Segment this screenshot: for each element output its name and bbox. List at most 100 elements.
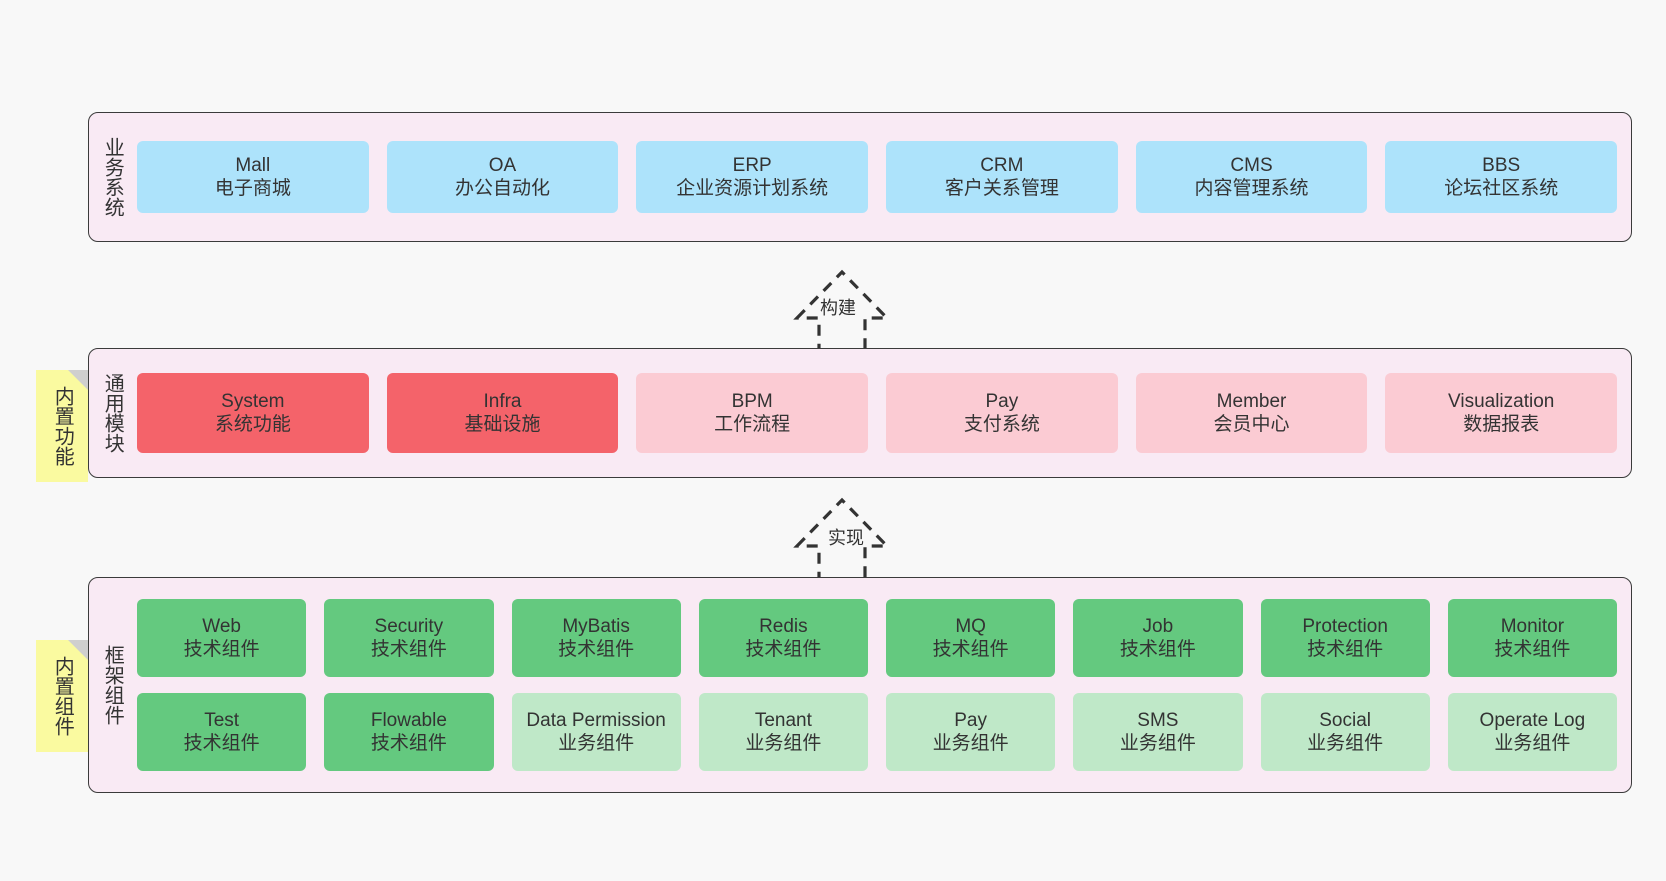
note-fold-corner-icon — [68, 370, 88, 390]
card-title: Job — [1142, 615, 1174, 637]
layer-title-business-system: 业务系统 — [101, 137, 124, 217]
card-title: Pay — [954, 709, 987, 731]
layer-body-business-system: Mall 电子商城 OA 办公自动化 ERP 企业资源计划系统 CRM 客户关系… — [135, 113, 1631, 241]
card-title: Test — [204, 709, 240, 731]
card-subtitle: 技术组件 — [932, 639, 1009, 660]
card-title: Visualization — [1448, 390, 1555, 412]
card-title: MyBatis — [562, 615, 630, 637]
card-title: OA — [488, 154, 517, 176]
card-subtitle: 支付系统 — [963, 414, 1040, 435]
card-title: BPM — [731, 390, 773, 412]
card-subtitle: 办公自动化 — [455, 178, 551, 199]
layer-business-system: 业务系统 Mall 电子商城 OA 办公自动化 ERP 企业资源计划系统 CRM… — [88, 112, 1632, 242]
card-social[interactable]: Social 业务组件 — [1260, 693, 1430, 771]
card-test[interactable]: Test 技术组件 — [137, 693, 307, 771]
card-subtitle: 客户关系管理 — [944, 178, 1059, 199]
card-subtitle: 会员中心 — [1213, 414, 1290, 435]
card-title: CMS — [1230, 154, 1273, 176]
card-title: Pay — [985, 390, 1019, 412]
card-redis[interactable]: Redis 技术组件 — [698, 599, 868, 677]
card-flowable[interactable]: Flowable 技术组件 — [324, 693, 494, 771]
card-system[interactable]: System 系统功能 — [137, 373, 369, 453]
arrow-label-realize: 实现 — [828, 528, 864, 548]
card-title: Member — [1216, 390, 1287, 412]
card-title: Tenant — [754, 709, 812, 731]
card-title: CRM — [980, 154, 1024, 176]
card-subtitle: 业务组件 — [932, 733, 1009, 754]
card-subtitle: 技术组件 — [745, 639, 822, 660]
layer-body-framework-components: Web 技术组件 Security 技术组件 MyBatis 技术组件 Redi… — [135, 578, 1631, 792]
card-subtitle: 业务组件 — [1119, 733, 1196, 754]
note-text: 内置组件 — [51, 656, 74, 736]
card-mq[interactable]: MQ 技术组件 — [886, 599, 1056, 677]
card-mall[interactable]: Mall 电子商城 — [137, 141, 369, 213]
card-subtitle: 企业资源计划系统 — [676, 178, 829, 199]
card-row: Test 技术组件 Flowable 技术组件 Data Permission … — [137, 693, 1617, 771]
card-title: BBS — [1482, 154, 1521, 176]
card-row: Mall 电子商城 OA 办公自动化 ERP 企业资源计划系统 CRM 客户关系… — [137, 141, 1618, 213]
note-builtin-component: 内置组件 — [36, 640, 88, 752]
card-subtitle: 技术组件 — [370, 639, 447, 660]
card-operate-log[interactable]: Operate Log 业务组件 — [1447, 693, 1617, 771]
card-data-permission[interactable]: Data Permission 业务组件 — [511, 693, 681, 771]
card-title: Mall — [235, 154, 271, 176]
card-pay-module[interactable]: Pay 支付系统 — [886, 373, 1118, 453]
card-visualization[interactable]: Visualization 数据报表 — [1385, 373, 1618, 453]
card-subtitle: 数据报表 — [1463, 414, 1540, 435]
card-subtitle: 技术组件 — [1307, 639, 1384, 660]
card-title: SMS — [1137, 709, 1179, 731]
card-bpm[interactable]: BPM 工作流程 — [636, 373, 869, 453]
card-subtitle: 基础设施 — [464, 414, 541, 435]
card-title: Infra — [483, 390, 522, 412]
card-tenant[interactable]: Tenant 业务组件 — [698, 693, 868, 771]
card-subtitle: 业务组件 — [745, 733, 822, 754]
card-subtitle: 技术组件 — [558, 639, 635, 660]
card-job[interactable]: Job 技术组件 — [1073, 599, 1243, 677]
card-monitor[interactable]: Monitor 技术组件 — [1447, 599, 1617, 677]
card-title: Protection — [1302, 615, 1388, 637]
card-security[interactable]: Security 技术组件 — [324, 599, 494, 677]
card-cms[interactable]: CMS 内容管理系统 — [1135, 141, 1368, 213]
card-title: Monitor — [1500, 615, 1565, 637]
card-subtitle: 技术组件 — [183, 733, 260, 754]
card-title: Web — [202, 615, 241, 637]
card-subtitle: 业务组件 — [1494, 733, 1571, 754]
card-infra[interactable]: Infra 基础设施 — [386, 373, 619, 453]
card-member[interactable]: Member 会员中心 — [1135, 373, 1368, 453]
card-mybatis[interactable]: MyBatis 技术组件 — [511, 599, 681, 677]
card-pay-component[interactable]: Pay 业务组件 — [886, 693, 1056, 771]
card-title: MQ — [955, 615, 986, 637]
layer-title-common-modules: 通用模块 — [101, 373, 124, 453]
card-crm[interactable]: CRM 客户关系管理 — [886, 141, 1118, 213]
card-title: Operate Log — [1479, 709, 1586, 731]
card-subtitle: 业务组件 — [558, 733, 635, 754]
card-oa[interactable]: OA 办公自动化 — [386, 141, 619, 213]
card-row: System 系统功能 Infra 基础设施 BPM 工作流程 Pay 支付系统… — [137, 373, 1618, 453]
card-title: ERP — [732, 154, 772, 176]
card-title: Social — [1319, 709, 1371, 731]
card-subtitle: 技术组件 — [1119, 639, 1196, 660]
arrow-realize: 实现 — [772, 488, 942, 584]
card-subtitle: 内容管理系统 — [1194, 178, 1309, 199]
card-title: Redis — [759, 615, 808, 637]
card-row: Web 技术组件 Security 技术组件 MyBatis 技术组件 Redi… — [137, 599, 1617, 677]
card-erp[interactable]: ERP 企业资源计划系统 — [636, 141, 869, 213]
note-builtin-function: 内置功能 — [36, 370, 88, 482]
card-protection[interactable]: Protection 技术组件 — [1260, 599, 1430, 677]
layer-body-common-modules: System 系统功能 Infra 基础设施 BPM 工作流程 Pay 支付系统… — [135, 349, 1631, 477]
card-subtitle: 系统功能 — [214, 414, 291, 435]
card-title: Flowable — [370, 709, 447, 731]
card-title: Data Permission — [526, 709, 666, 731]
card-subtitle: 工作流程 — [714, 414, 791, 435]
card-bbs[interactable]: BBS 论坛社区系统 — [1385, 141, 1618, 213]
card-web[interactable]: Web 技术组件 — [137, 599, 307, 677]
card-sms[interactable]: SMS 业务组件 — [1073, 693, 1243, 771]
layer-framework-components: 框架组件 Web 技术组件 Security 技术组件 MyBatis 技术组件… — [88, 577, 1632, 793]
card-subtitle: 论坛社区系统 — [1444, 178, 1559, 199]
card-subtitle: 业务组件 — [1307, 733, 1384, 754]
card-subtitle: 技术组件 — [183, 639, 260, 660]
card-subtitle: 技术组件 — [1494, 639, 1571, 660]
layer-title-framework-components: 框架组件 — [101, 645, 124, 725]
arrow-label-build: 构建 — [820, 298, 856, 318]
arrow-build: 构建 — [757, 258, 927, 354]
